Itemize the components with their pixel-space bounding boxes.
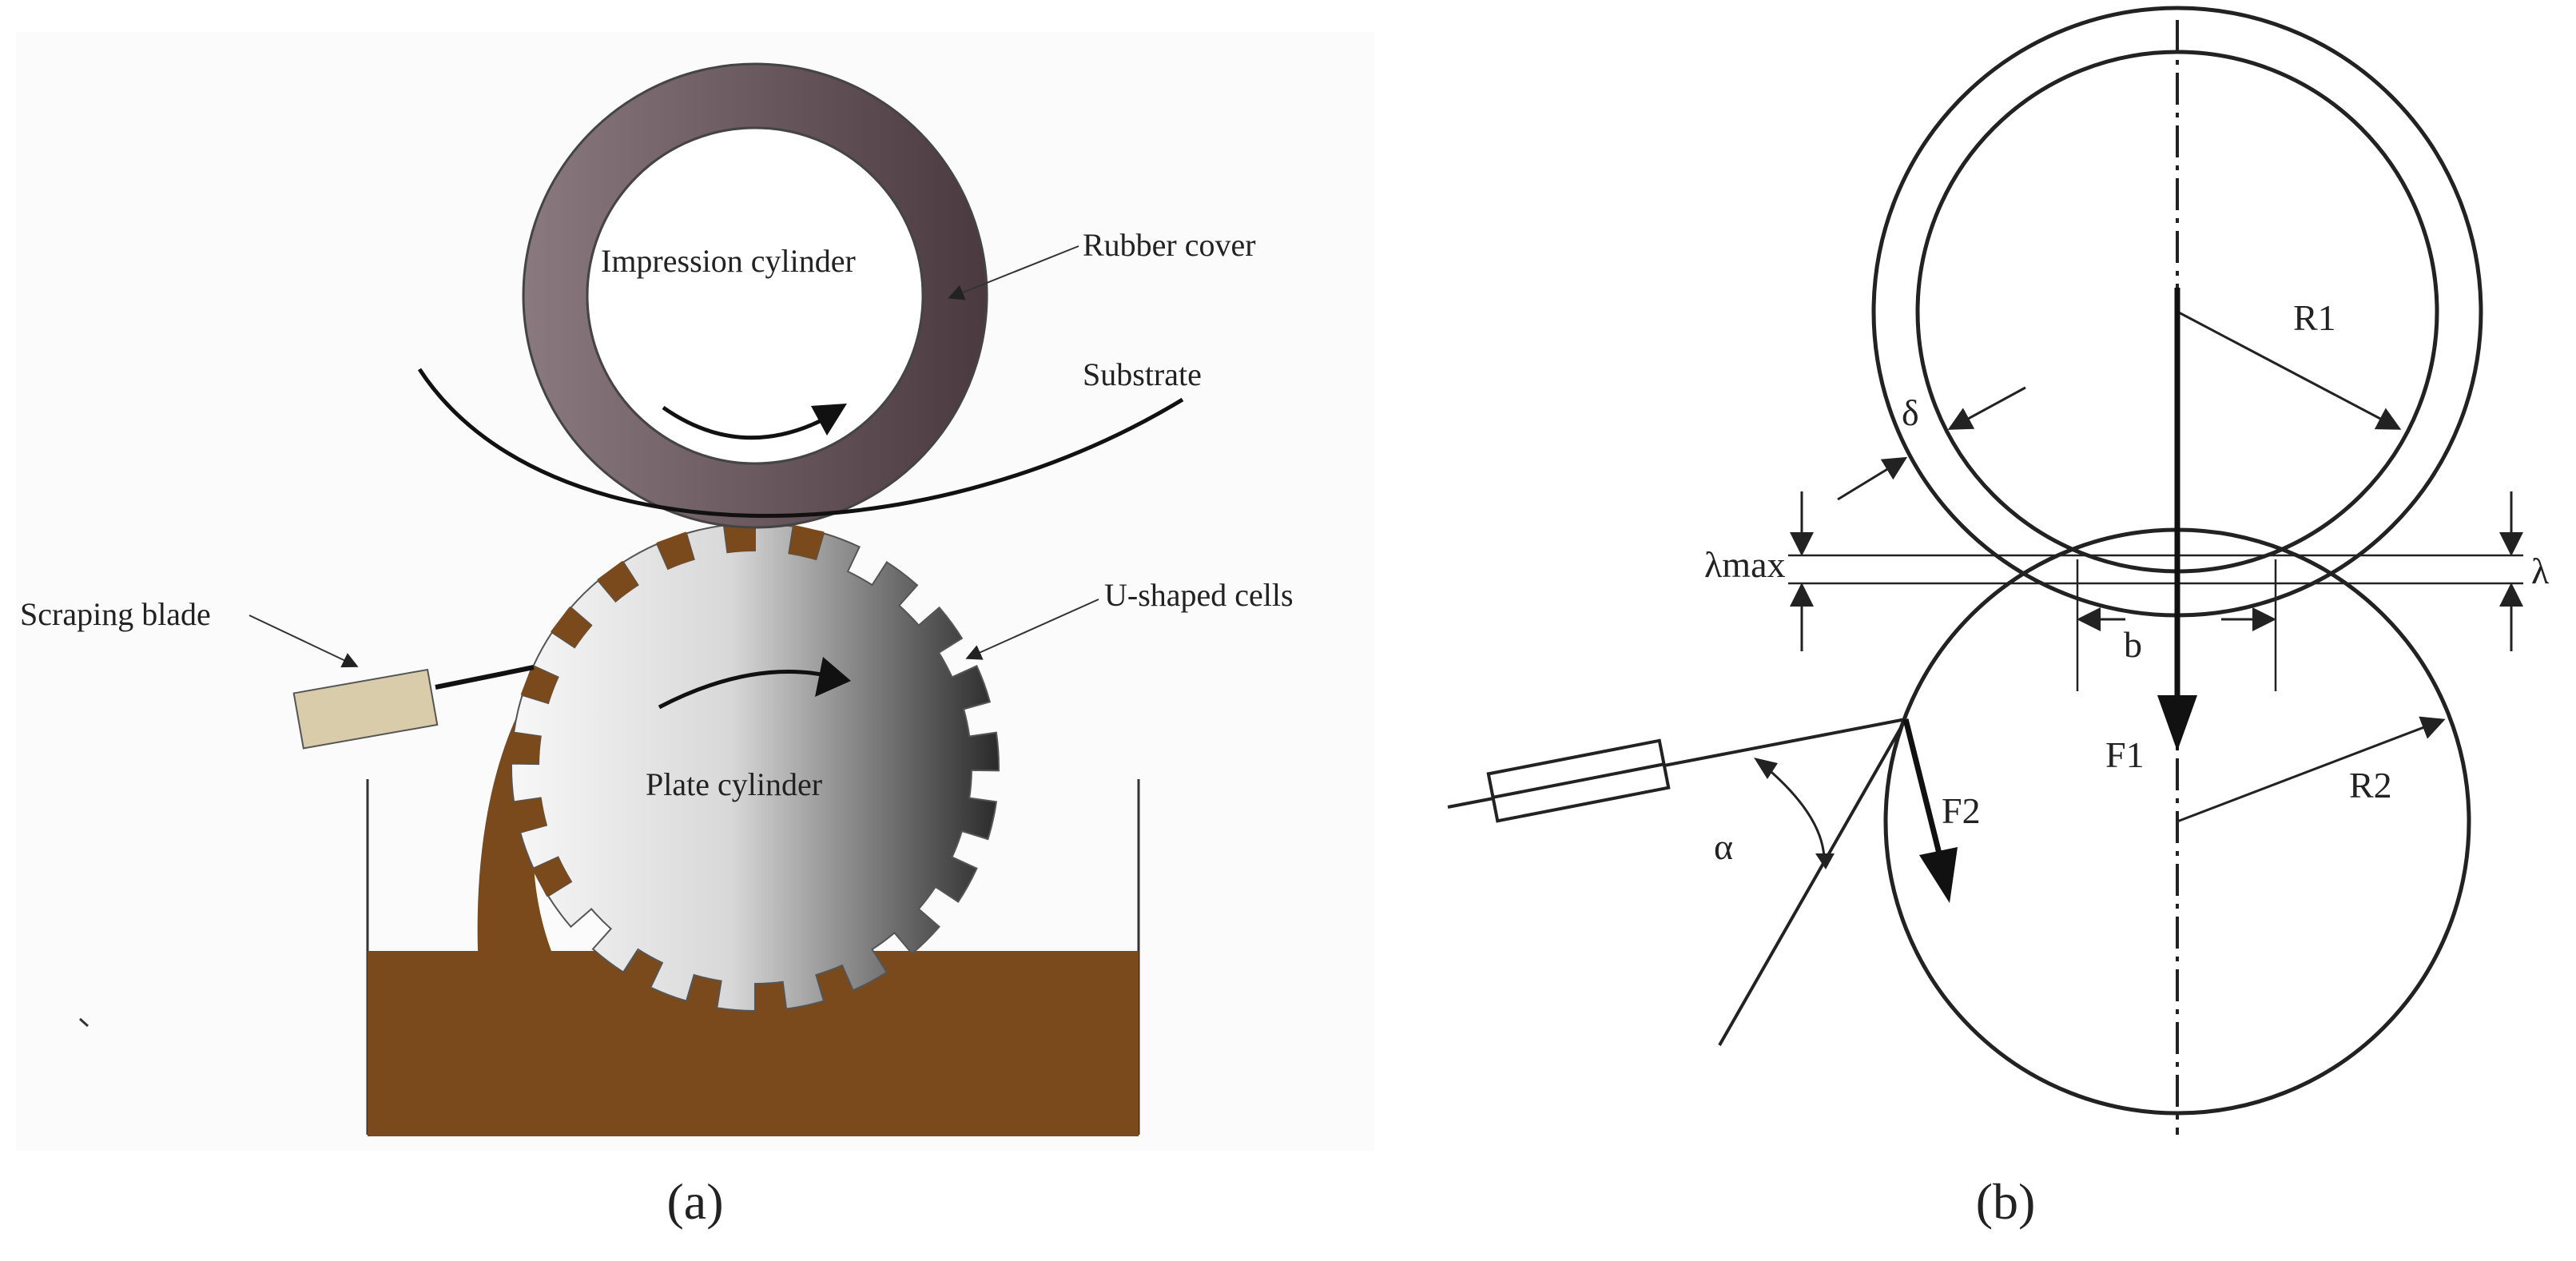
panel-a: Impression cylinder Rubber cover Substra… — [16, 32, 1374, 1230]
ink-filled-cell — [656, 531, 694, 569]
blade-holder-b — [1486, 738, 1671, 823]
panel-b — [1447, 6, 2523, 1135]
f2-label: F2 — [1942, 790, 1981, 831]
substrate-line — [417, 368, 1184, 519]
plate-rotation-arrowhead — [815, 657, 851, 697]
ink-filled-cell — [520, 665, 559, 703]
delta-label: δ — [1902, 392, 1919, 433]
rubber-cover-label: Rubber cover — [1083, 227, 1256, 263]
scraping-blade-leader — [248, 615, 359, 668]
panel-b-labels: R1 δ λmax λ b F1 R2 F2 α (b) — [1704, 297, 2550, 1230]
lambda-label: λ — [2531, 551, 2550, 591]
ink-filled-cell — [551, 606, 592, 648]
scraping-blade-edge — [435, 665, 535, 690]
f1-label: F1 — [2105, 734, 2145, 775]
r2-radius-arrow — [2176, 716, 2446, 823]
alpha-arc-head-top — [1754, 758, 1778, 779]
ink-filled-cell — [597, 560, 638, 602]
r2-label: R2 — [2349, 765, 2392, 806]
f1-force-arrowhead — [2157, 695, 2197, 751]
b-label: b — [2124, 624, 2142, 665]
plate-cylinder — [511, 522, 1000, 1012]
scraping-blade-label: Scraping blade — [20, 596, 211, 632]
delta-arrow-outer — [1837, 456, 1908, 501]
scraping-blade-holder — [292, 668, 439, 750]
substrate-label: Substrate — [1083, 356, 1202, 392]
ink-filled-cells — [510, 522, 825, 897]
stray-mark — [78, 1017, 89, 1028]
r1-label: R1 — [2293, 297, 2336, 338]
ink-filled-cell — [789, 524, 825, 559]
delta-arrow-inner — [1947, 386, 2026, 430]
lambda-max-label: λmax — [1704, 544, 1786, 585]
r1-radius-arrow — [2176, 310, 2402, 430]
blade-contact-line — [1718, 718, 1907, 1046]
impression-cylinder-label: Impression cylinder — [601, 243, 856, 279]
f2-force-arrowhead — [1919, 847, 1958, 903]
impression-rotation-arrow — [662, 405, 833, 440]
f2-force-line — [1902, 718, 1945, 864]
plate-cylinder-label: Plate cylinder — [646, 766, 822, 802]
ink-filled-cell — [512, 798, 547, 833]
ink-filled-cell — [510, 732, 541, 765]
impression-cylinder — [586, 126, 924, 465]
rubber-cover-leader — [948, 245, 1079, 300]
u-shaped-cells-label: U-shaped cells — [1104, 577, 1294, 613]
panel-a-caption: (a) — [666, 1173, 723, 1230]
ink-filled-cell — [531, 857, 571, 897]
alpha-arc-head-bottom — [1815, 853, 1835, 869]
ink-filled-cell — [723, 522, 755, 553]
alpha-arc — [1765, 766, 1826, 858]
alpha-label: α — [1714, 826, 1733, 867]
u-shaped-cells-leader — [965, 599, 1099, 660]
panel-b-caption: (b) — [1976, 1173, 2036, 1230]
impression-rotation-arrowhead — [811, 404, 847, 436]
